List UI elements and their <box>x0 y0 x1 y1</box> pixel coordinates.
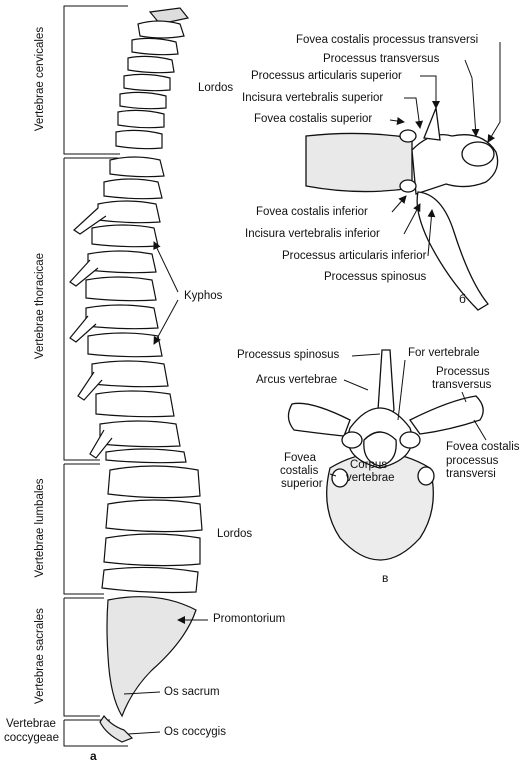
label-lordos-upper: Lordos <box>198 82 234 94</box>
label-for-vertebrale: For vertebrale <box>408 347 480 359</box>
label-corpus-vertebrae-1: Corpus <box>350 459 388 471</box>
label-promontorium: Promontorium <box>213 613 286 625</box>
label-corpus-vertebrae-2: vertebrae <box>346 472 395 484</box>
region-label-coccygeal-1: Vertebrae <box>6 718 56 730</box>
panel-label-b: б <box>459 292 466 306</box>
panel-label-a: a <box>90 749 97 763</box>
label-fovea-cpt-2: processus <box>446 455 499 467</box>
spine-pointers <box>123 241 208 735</box>
region-label-thoracic: Vertebrae thoracicae <box>34 252 46 360</box>
label-incisura-vertebralis-inferior: Incisura vertebralis inferior <box>245 228 380 240</box>
label-fovea-costalis-superior: Fovea costalis superior <box>254 113 373 125</box>
label-incisura-vertebralis-superior: Incisura vertebralis superior <box>242 92 384 104</box>
label-processus-transversus: Processus transversus <box>323 53 440 65</box>
spinal-column <box>69 7 203 743</box>
label-fovea-costalis-superior-top-3: superior <box>281 478 323 490</box>
label-processus-transversus-top-2: transversus <box>432 379 492 391</box>
label-os-sacrum: Os sacrum <box>164 686 220 698</box>
label-processus-articularis-superior: Processus articularis superior <box>251 70 402 82</box>
label-os-coccygis: Os coccygis <box>164 726 226 738</box>
region-brackets <box>63 5 128 747</box>
label-processus-transversus-top-1: Processus <box>436 366 490 378</box>
label-fovea-cpt-1: Fovea costalis <box>446 441 520 453</box>
region-label-lumbar: Vertebrae lumbales <box>34 478 46 578</box>
label-fovea-costalis-processus-transversi: Fovea costalis processus transversi <box>296 34 479 46</box>
label-processus-spinosus-top: Processus spinosus <box>237 349 340 361</box>
label-lordos-lower: Lordos <box>217 528 253 540</box>
lateral-pointers <box>389 42 501 257</box>
label-arcus-vertebrae: Arcus vertebrae <box>256 374 338 386</box>
label-processus-articularis-inferior: Processus articularis inferior <box>282 250 427 262</box>
label-fovea-costalis-superior-top-1: Fovea <box>284 452 316 464</box>
label-fovea-costalis-superior-top-2: costalis <box>280 465 319 477</box>
top-view-vertebra <box>287 349 484 561</box>
label-kyphos: Kyphos <box>184 290 223 302</box>
panel-label-c: в <box>382 571 389 585</box>
top-pointers <box>329 353 487 477</box>
label-fovea-costalis-inferior: Fovea costalis inferior <box>256 206 368 218</box>
lateral-vertebra <box>305 107 499 311</box>
label-processus-spinosus-lateral: Processus spinosus <box>324 271 427 283</box>
label-fovea-cpt-3: transversi <box>446 468 496 480</box>
region-label-coccygeal-2: coccygeae <box>4 732 59 744</box>
region-label-sacral: Vertebrae sacrales <box>34 608 46 704</box>
region-label-cervical: Vertebrae cervicales <box>34 26 46 132</box>
